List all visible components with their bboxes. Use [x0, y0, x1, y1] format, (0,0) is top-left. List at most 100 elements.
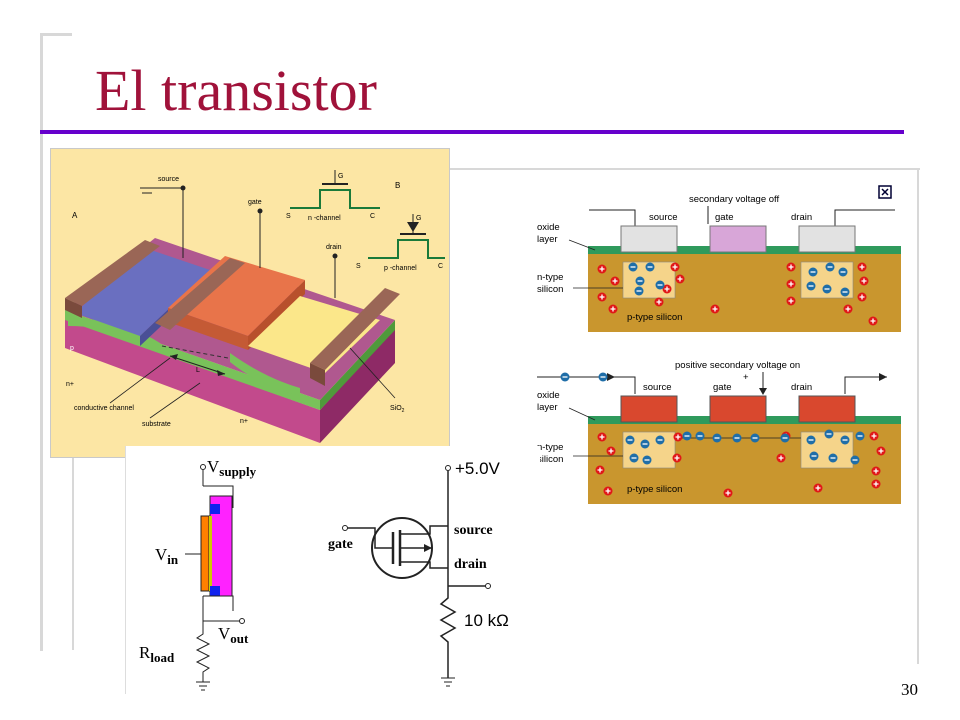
- plus-sign: [873, 468, 879, 474]
- plus-sign: [599, 434, 605, 440]
- top-drain-contact: [798, 225, 856, 253]
- vin-label: Vin: [155, 545, 179, 567]
- source-label: source: [158, 176, 179, 183]
- n-channel-label: n -channel: [308, 215, 341, 222]
- top-gate-contact: [709, 225, 767, 253]
- svg-text:drain: drain: [791, 212, 812, 223]
- plus-sign: [870, 318, 876, 324]
- svg-text:S: S: [286, 213, 291, 220]
- bottom-drain-contact: [798, 395, 856, 423]
- plus-sign: [712, 306, 718, 312]
- svg-text:L: L: [196, 367, 200, 374]
- mosfet-structure-figure: A B source gate drain G S C n -channel G…: [50, 148, 450, 458]
- bottom-source-contact: [620, 395, 678, 423]
- plus-sign: [788, 281, 794, 287]
- conductive-channel-label: conductive channel: [74, 405, 134, 412]
- vout-label: Vout: [218, 624, 249, 646]
- label-b: B: [395, 181, 400, 190]
- top-caption: secondary voltage off: [689, 194, 779, 205]
- svg-text:oxide: oxide: [537, 222, 560, 233]
- mosfet-symbol-circuit-figure: +5.0V source gate drain 10 kΩ: [290, 446, 540, 694]
- svg-text:n+: n+: [240, 418, 248, 425]
- plus-sign: [664, 286, 670, 292]
- svg-text:p: p: [70, 345, 74, 352]
- drain-contact: [248, 296, 380, 373]
- plus-sign: [859, 264, 865, 270]
- plus-sign: [608, 448, 614, 454]
- plus-sign: [861, 278, 867, 284]
- svg-text:gate: gate: [713, 382, 732, 393]
- svg-text:S: S: [356, 263, 361, 270]
- bottom-p-type-label: p-type silicon: [627, 484, 682, 495]
- top-source-contact: [620, 225, 678, 253]
- svg-text:source: source: [649, 212, 678, 223]
- drain-label: drain: [326, 244, 342, 251]
- frame-mid-rule: [72, 168, 920, 170]
- svg-text:layer: layer: [537, 234, 558, 245]
- plus-sign: [677, 276, 683, 282]
- vsupply-label: Vsupply: [207, 457, 257, 479]
- p-channel-label: p -channel: [384, 265, 417, 272]
- label-a: A: [72, 211, 78, 220]
- svg-text:G: G: [338, 173, 343, 180]
- top-p-type-label: p-type silicon: [627, 312, 682, 323]
- svg-text:oxide: oxide: [537, 390, 560, 401]
- plus-sign: [605, 488, 611, 494]
- frame-top-rule: [40, 33, 72, 36]
- drain-contact-square: [210, 586, 220, 596]
- rload-label: Rload: [139, 643, 175, 665]
- plus-sign: [672, 264, 678, 270]
- plus-sign: [871, 433, 877, 439]
- source-contact: [75, 248, 210, 336]
- svg-text:gate: gate: [715, 212, 734, 223]
- p-channel-arrow-icon: [407, 222, 419, 232]
- svg-text:source: source: [643, 382, 672, 393]
- svg-text:layer: layer: [537, 402, 558, 413]
- gate-oxide: [200, 515, 210, 592]
- mosfet-arrow-icon: [424, 544, 432, 552]
- resistor-value-label: 10 kΩ: [464, 611, 509, 630]
- plus-sign: [612, 278, 618, 284]
- svg-text:silicon: silicon: [537, 284, 563, 295]
- frame-right-rule: [917, 168, 919, 664]
- load-resistor: [195, 621, 211, 682]
- drain-terminal-label: drain: [454, 557, 487, 572]
- plus-sign: [597, 467, 603, 473]
- n-channel-symbol: [290, 189, 380, 209]
- slide-title: El transistor: [95, 58, 377, 123]
- svg-text:+: +: [743, 372, 749, 383]
- sio2-label: SiO2: [390, 405, 405, 414]
- close-icon[interactable]: [878, 185, 892, 199]
- bottom-gate-contact: [709, 395, 767, 423]
- plus-sign: [845, 306, 851, 312]
- plus-sign: [610, 306, 616, 312]
- svg-text:C: C: [438, 263, 443, 270]
- plus-sign: [725, 490, 731, 496]
- n-plus-well-left: [68, 318, 160, 353]
- frame-left-rule: [40, 33, 43, 651]
- bottom-caption: positive secondary voltage on: [675, 360, 800, 371]
- svg-text:G: G: [416, 215, 421, 222]
- supply-voltage-label: +5.0V: [455, 459, 501, 478]
- substrate-front: [65, 318, 320, 443]
- plus-sign: [788, 298, 794, 304]
- plus-sign: [599, 266, 605, 272]
- title-underline: [40, 130, 904, 134]
- p-channel-symbol: [368, 239, 445, 259]
- charge-carriers: [560, 262, 886, 498]
- substrate-label: substrate: [142, 421, 171, 428]
- svg-text:C: C: [370, 213, 375, 220]
- svg-text:n+: n+: [66, 381, 74, 388]
- svg-text:n-type: n-type: [537, 272, 563, 283]
- plus-sign: [778, 455, 784, 461]
- gate-terminal-label: gate: [328, 537, 353, 552]
- source-contact-square: [210, 504, 220, 514]
- substrate-side: [320, 328, 395, 443]
- plus-sign: [859, 294, 865, 300]
- plus-sign: [599, 294, 605, 300]
- plus-sign: [873, 481, 879, 487]
- page-number: 30: [901, 680, 918, 699]
- mosfet-cross-section-figure: secondary voltage off source gate drain …: [515, 180, 901, 510]
- plus-sign: [788, 264, 794, 270]
- 10k-resistor: [439, 578, 457, 678]
